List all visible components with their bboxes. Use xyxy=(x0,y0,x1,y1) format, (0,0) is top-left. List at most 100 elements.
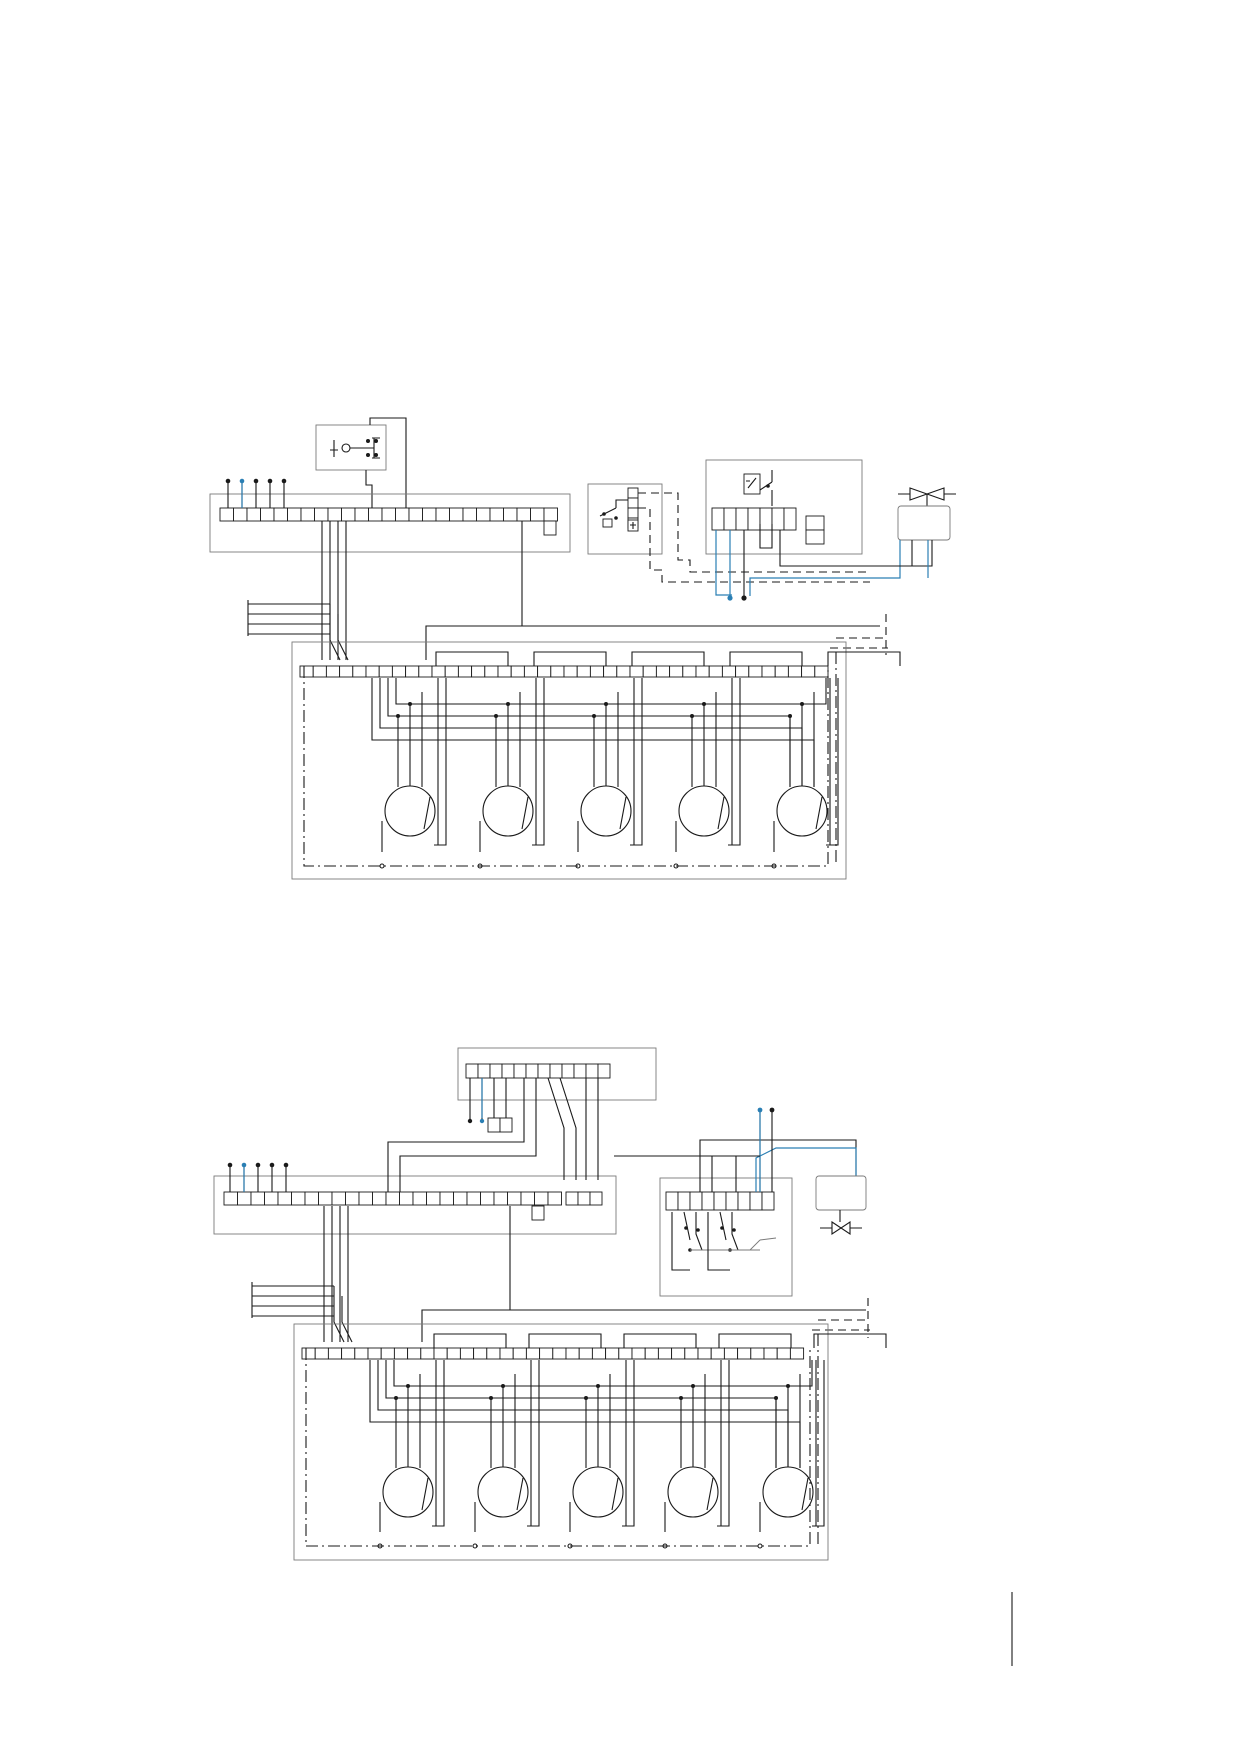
relay-box xyxy=(705,459,863,555)
compressor-terminal xyxy=(563,665,578,678)
wiring-diagram-lower xyxy=(213,1047,887,1561)
panel-terminal xyxy=(264,1191,279,1206)
compressor-terminal xyxy=(642,665,657,678)
relay-terminal xyxy=(749,1191,763,1211)
contactor-icon xyxy=(599,487,639,532)
aux-terminal xyxy=(589,1191,603,1206)
compressor-terminal xyxy=(550,665,565,678)
panel-terminal xyxy=(318,1191,333,1206)
compressor-terminal xyxy=(512,1347,527,1360)
controller-terminal xyxy=(585,1063,599,1079)
compressor-terminal xyxy=(565,1347,580,1360)
panel-terminal xyxy=(439,1191,454,1206)
compressor-terminal xyxy=(631,1347,646,1360)
panel-terminal xyxy=(395,507,410,522)
panel-terminal xyxy=(223,1191,238,1206)
relay-terminal xyxy=(737,1191,751,1211)
compressor-terminal xyxy=(352,665,367,678)
compressor-terminal xyxy=(576,665,591,678)
relay-terminal xyxy=(761,1191,775,1211)
relay-terminal-strip xyxy=(711,507,797,531)
compressor-terminal xyxy=(618,1347,633,1360)
compressor-terminal xyxy=(393,1347,409,1360)
panel-terminal xyxy=(358,1191,373,1206)
compressor-terminal xyxy=(750,1347,765,1360)
compressor-terminal xyxy=(616,665,631,678)
solenoid-valve-icon xyxy=(897,487,956,541)
compressor-1 xyxy=(377,1333,507,1549)
relay-terminal xyxy=(701,1191,715,1211)
panel-terminal-strip xyxy=(223,1191,562,1206)
compressor-terminal xyxy=(391,665,407,678)
compressor-terminal xyxy=(301,1347,316,1360)
relay-terminal xyxy=(677,1191,691,1211)
compressor-3 xyxy=(575,651,705,869)
compressor-2 xyxy=(477,651,607,869)
panel-terminal xyxy=(273,507,288,522)
controller-terminal xyxy=(537,1063,551,1079)
panel-terminal xyxy=(291,1191,306,1206)
auxiliary-terminal-strip xyxy=(565,1191,603,1206)
panel-terminal xyxy=(304,1191,319,1206)
controller-terminal xyxy=(489,1063,503,1079)
panel-terminal xyxy=(368,507,383,522)
relay-terminal xyxy=(665,1191,679,1211)
compressor-terminal xyxy=(682,665,697,678)
compressor-terminal xyxy=(444,665,459,678)
compressor-terminal xyxy=(497,665,512,678)
panel-terminal xyxy=(493,1191,508,1206)
controller-terminal xyxy=(597,1063,611,1079)
controller-terminal xyxy=(501,1063,515,1079)
compressor-terminal xyxy=(721,665,737,678)
compressor-terminal xyxy=(710,1347,725,1360)
compressor-terminal xyxy=(787,665,803,678)
compressor-terminal xyxy=(446,1347,461,1360)
panel-terminal xyxy=(354,507,369,522)
compressor-terminal xyxy=(671,1347,686,1360)
compressor-terminal xyxy=(657,1347,673,1360)
controller-terminal xyxy=(513,1063,527,1079)
panel-terminal xyxy=(547,1191,562,1206)
panel-terminal xyxy=(453,1191,468,1206)
compressor-3 xyxy=(567,1333,697,1549)
aux-terminal xyxy=(577,1191,591,1206)
supply-terminals xyxy=(227,1162,289,1192)
compressor-terminal xyxy=(605,1347,620,1360)
compressor-terminal xyxy=(523,665,539,678)
compressor-terminal xyxy=(341,1347,356,1360)
compressor-terminal xyxy=(655,665,671,678)
compressor-terminal xyxy=(314,1347,329,1360)
compressor-terminal xyxy=(473,1347,488,1360)
compressor-4 xyxy=(673,651,803,869)
panel-terminal xyxy=(503,507,518,522)
top-controller-box xyxy=(457,1047,657,1101)
panel-terminal xyxy=(219,507,234,522)
relay-terminal xyxy=(747,507,761,531)
compressor-terminal xyxy=(774,665,789,678)
panel-terminal xyxy=(277,1191,292,1206)
compressor-terminal xyxy=(367,1347,382,1360)
compressor-terminal xyxy=(407,1347,422,1360)
panel-terminal xyxy=(372,1191,387,1206)
relay-terminal xyxy=(771,507,785,531)
compressor-terminal xyxy=(684,1347,699,1360)
compressor-terminal xyxy=(737,1347,752,1360)
panel-terminal xyxy=(287,507,302,522)
relay-terminal xyxy=(713,1191,727,1211)
panel-terminal xyxy=(466,1191,481,1206)
compressor-terminal xyxy=(537,665,552,678)
compressor-terminal xyxy=(748,665,763,678)
controller-terminal xyxy=(525,1063,539,1079)
compressor-terminal xyxy=(325,665,341,678)
controller-terminal xyxy=(477,1063,491,1079)
panel-terminal xyxy=(462,507,477,522)
panel-terminal xyxy=(345,1191,360,1206)
compressor-housing xyxy=(291,641,847,880)
compressor-terminal xyxy=(776,1347,791,1360)
panel-terminal xyxy=(507,1191,522,1206)
compressor-row xyxy=(371,651,901,869)
panel-terminal xyxy=(534,1191,549,1206)
control-panel xyxy=(213,1175,617,1235)
